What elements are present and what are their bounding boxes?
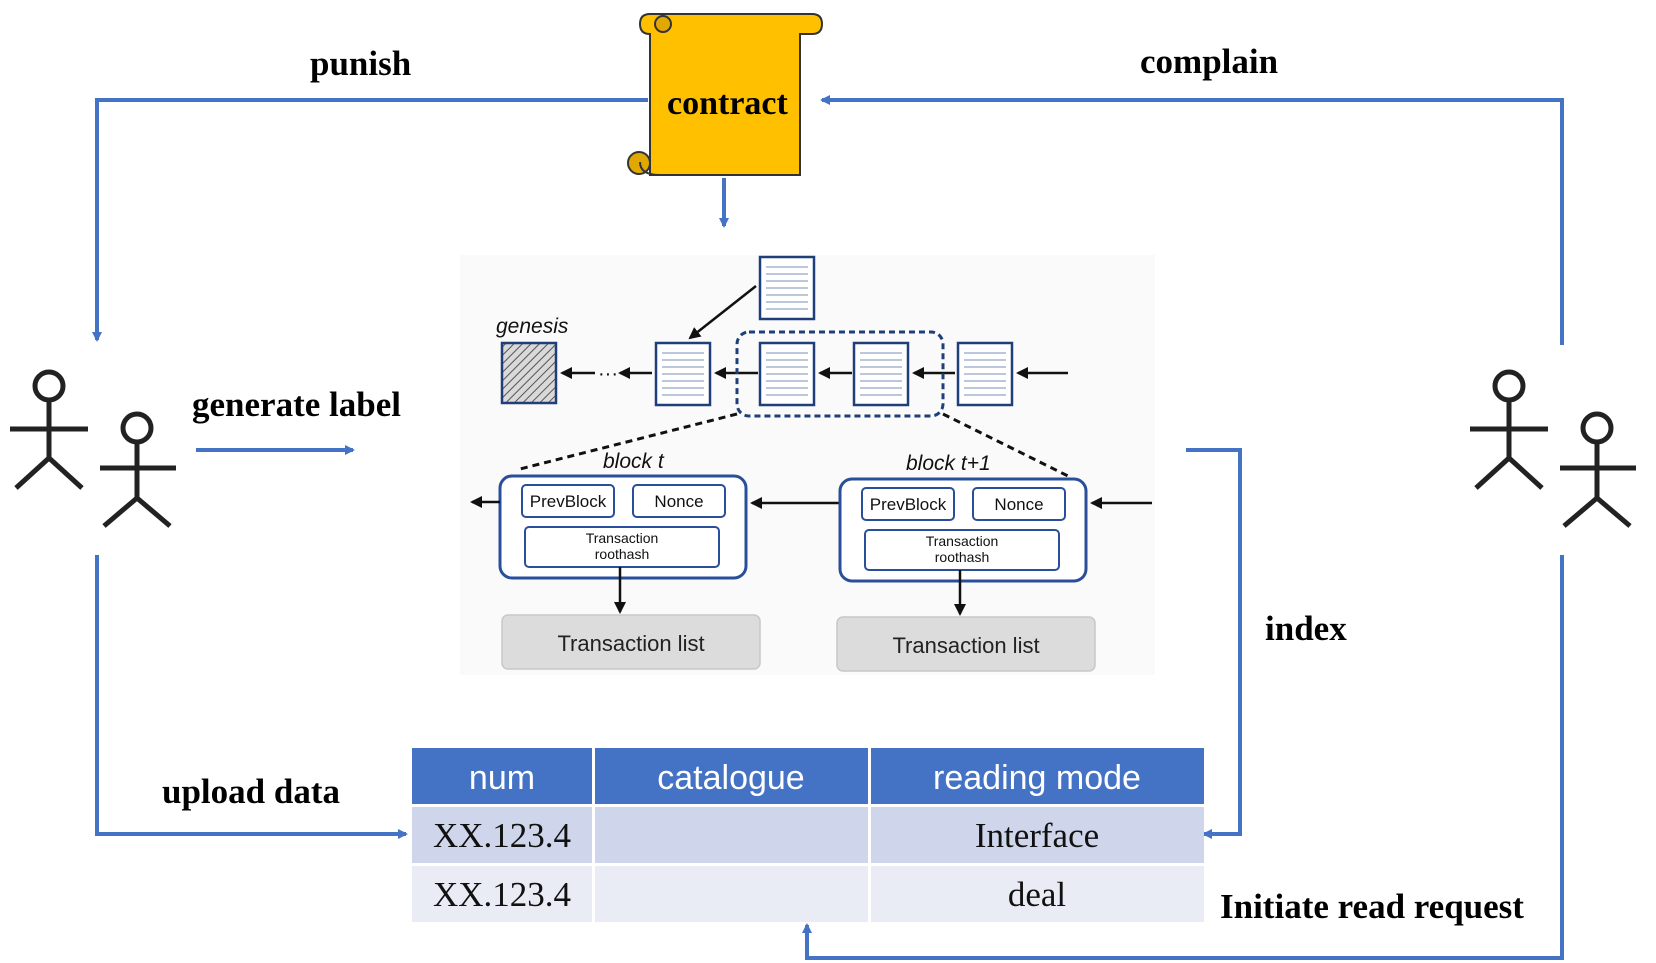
table-cell-r2-num: XX.123.4 (433, 875, 571, 914)
genesis-label: genesis (496, 315, 569, 338)
punish-label: punish (310, 44, 411, 83)
user-group-left-icon (10, 369, 176, 528)
initiate-read-request-label: Initiate read request (1220, 887, 1524, 926)
user-group-right-icon (1470, 369, 1636, 528)
block-t1-roothash-1: Transaction (926, 533, 999, 549)
table-header-num: num (469, 759, 535, 797)
index-table: num catalogue reading mode XX.123.4 Inte… (412, 748, 1204, 922)
contract-label: contract (667, 85, 789, 122)
table-cell-r1-reading-mode: Interface (975, 816, 1099, 855)
new-block-icon (758, 255, 816, 321)
upload-data-label: upload data (162, 772, 340, 811)
block-t-prevblock: PrevBlock (530, 492, 607, 511)
punish-arrow (92, 98, 648, 342)
table-cell-r2-reading-mode: deal (1008, 875, 1067, 914)
chain-block-icon (852, 341, 910, 407)
chain-block-icon (758, 341, 816, 407)
table-header-reading-mode: reading mode (933, 759, 1141, 797)
block-t-nonce: Nonce (654, 492, 703, 511)
chain-block-icon (956, 341, 1014, 407)
block-t1-transaction-list: Transaction list (892, 633, 1039, 658)
complain-label: complain (1140, 42, 1278, 81)
block-t-roothash-1: Transaction (586, 530, 659, 546)
index-arrow (1186, 448, 1242, 839)
block-t-roothash-2: roothash (595, 546, 649, 562)
block-t1-nonce: Nonce (994, 495, 1043, 514)
read-request-arrow (802, 555, 1564, 960)
table-header-catalogue: catalogue (657, 759, 804, 797)
contract-scroll: contract (627, 13, 824, 176)
genesis-block-icon (500, 341, 558, 405)
index-label: index (1265, 609, 1347, 648)
block-t1-label: block t+1 (906, 452, 991, 475)
upload-data-arrow (95, 555, 408, 839)
block-t1-roothash-2: roothash (935, 549, 989, 565)
generate-label-label: generate label (192, 385, 401, 424)
block-t1-prevblock: PrevBlock (870, 495, 947, 514)
block-t-label: block t (603, 450, 665, 473)
svg-text:···: ··· (598, 363, 618, 385)
block-t-transaction-list: Transaction list (557, 631, 704, 656)
blockchain-figure: genesis ··· (460, 255, 1155, 675)
table-cell-r1-num: XX.123.4 (433, 816, 571, 855)
chain-block-icon (654, 341, 712, 407)
complain-arrow (820, 95, 1564, 345)
